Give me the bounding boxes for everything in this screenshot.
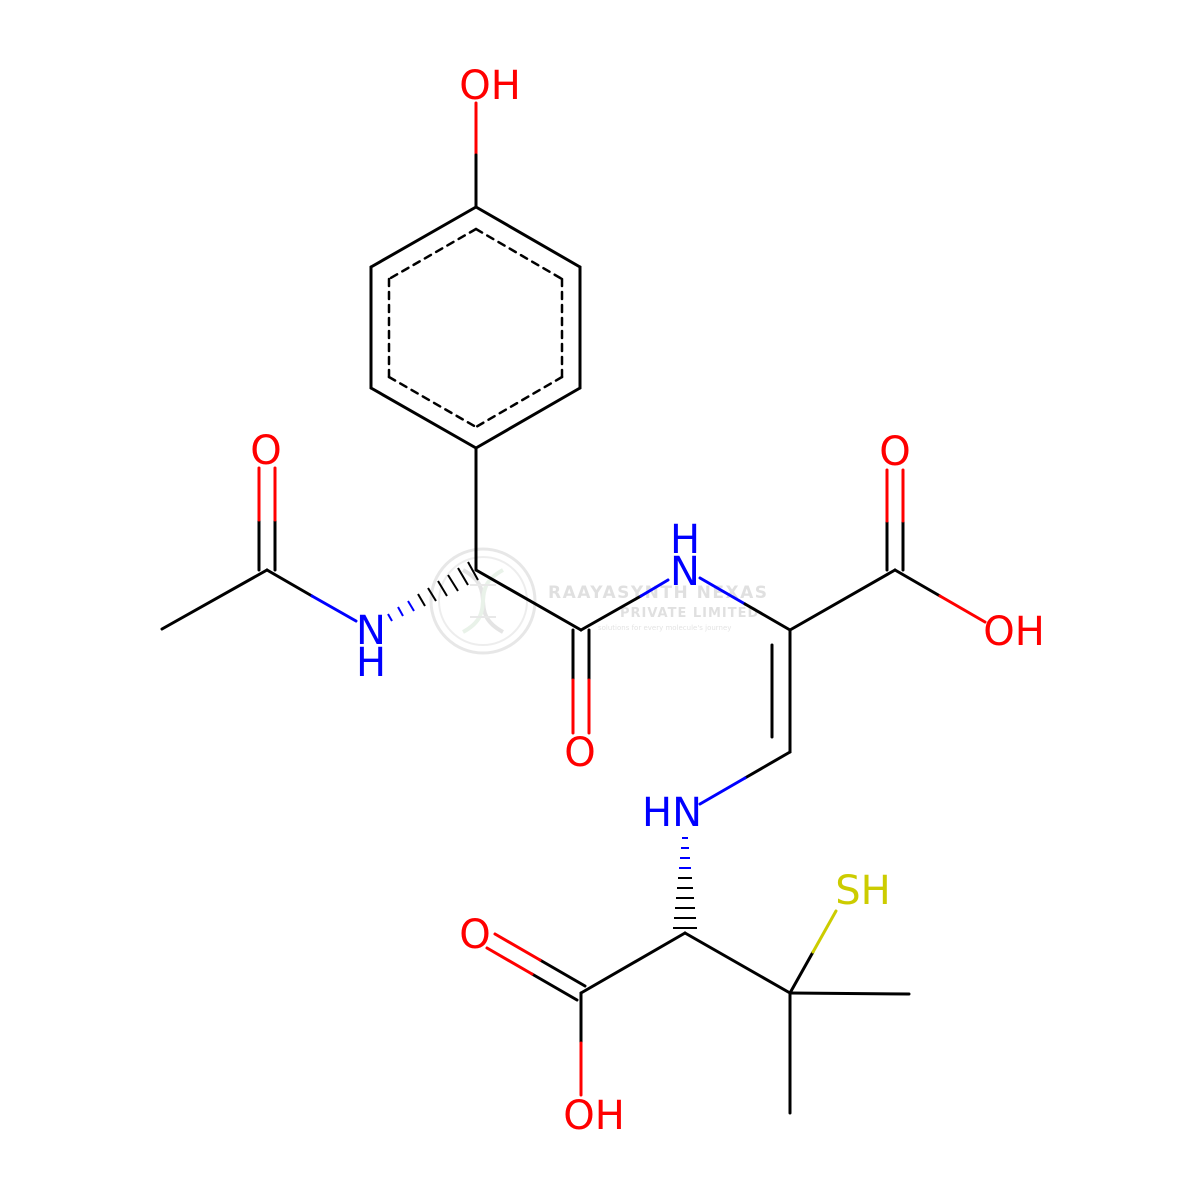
watermark-line1: RAAYASYNTH NEXAS (548, 583, 769, 603)
bond-cq-sh (788, 950, 815, 995)
bond-ch-hn-b (698, 776, 747, 806)
hashed-wedge-hn-cchiral (673, 837, 697, 929)
ring-bond-5 (369, 386, 478, 450)
atom-sh: SH (835, 868, 890, 914)
bond-acetyl-methyl (160, 568, 269, 631)
bond-cchiral-cacid (579, 931, 687, 995)
atom-labels: OH O N H H N O O OH HN SH O OH (250, 63, 1045, 1139)
bond-cco-nh (579, 594, 643, 632)
atom-o-acid-bottom: O (459, 912, 490, 958)
bond-nh-cvinyl (698, 576, 747, 606)
ring-bond-2 (474, 205, 582, 269)
bond-acid-bottom-co-1 (538, 958, 587, 988)
atom-o-acid-right: O (879, 429, 910, 475)
watermark: RAAYASYNTH NEXAS PRIVATE LIMITED solutio… (429, 547, 769, 655)
atom-o-acetyl: O (250, 428, 281, 474)
atom-oh-acid-right: OH (983, 609, 1045, 655)
bond-acetyl-n (265, 568, 314, 598)
bond-acid-right-oh-b (938, 594, 987, 624)
bond-calpha-cco (474, 568, 583, 632)
bond-cq-sh-b (811, 909, 838, 954)
atom-n-acetyl: N (356, 608, 386, 654)
atom-oh-top: OH (459, 63, 521, 109)
atom-h-acetyl: H (356, 640, 386, 686)
bond-ch-hn (743, 750, 792, 780)
watermark-tagline: solutions for every molecule's journey (598, 624, 731, 632)
atom-h-amide: H (670, 517, 700, 563)
atom-hn-vinyl: HN (642, 790, 702, 836)
ring-bond-6 (474, 386, 582, 450)
atom-o-amide: O (564, 730, 595, 776)
atom-n-amide: N (670, 549, 700, 595)
bond-acid-bottom-co-2 (530, 972, 579, 1002)
bond-cvinyl-cacid (788, 568, 897, 632)
bond-acetyl-n-b (310, 594, 358, 623)
watermark-line2: PRIVATE LIMITED (620, 606, 759, 621)
bond-cchiral-cq (683, 931, 792, 995)
ring-bond-1 (369, 205, 478, 269)
atom-oh-acid-bottom: OH (563, 1093, 625, 1139)
hashed-wedge-n-calpha (387, 561, 479, 622)
bond-acid-right-oh (893, 568, 942, 598)
dna-helix-icon (429, 547, 537, 655)
aromatic-inner-ring (387, 227, 564, 429)
bond-acid-bottom-co-1b (493, 932, 542, 962)
bond-acid-bottom-co-2b (485, 946, 534, 976)
bond-cco-nh-b (639, 578, 670, 598)
bond-cq-methyl-1 (788, 991, 911, 996)
bonds (160, 101, 987, 1115)
bond-nh-cvinyl-b (743, 602, 792, 632)
